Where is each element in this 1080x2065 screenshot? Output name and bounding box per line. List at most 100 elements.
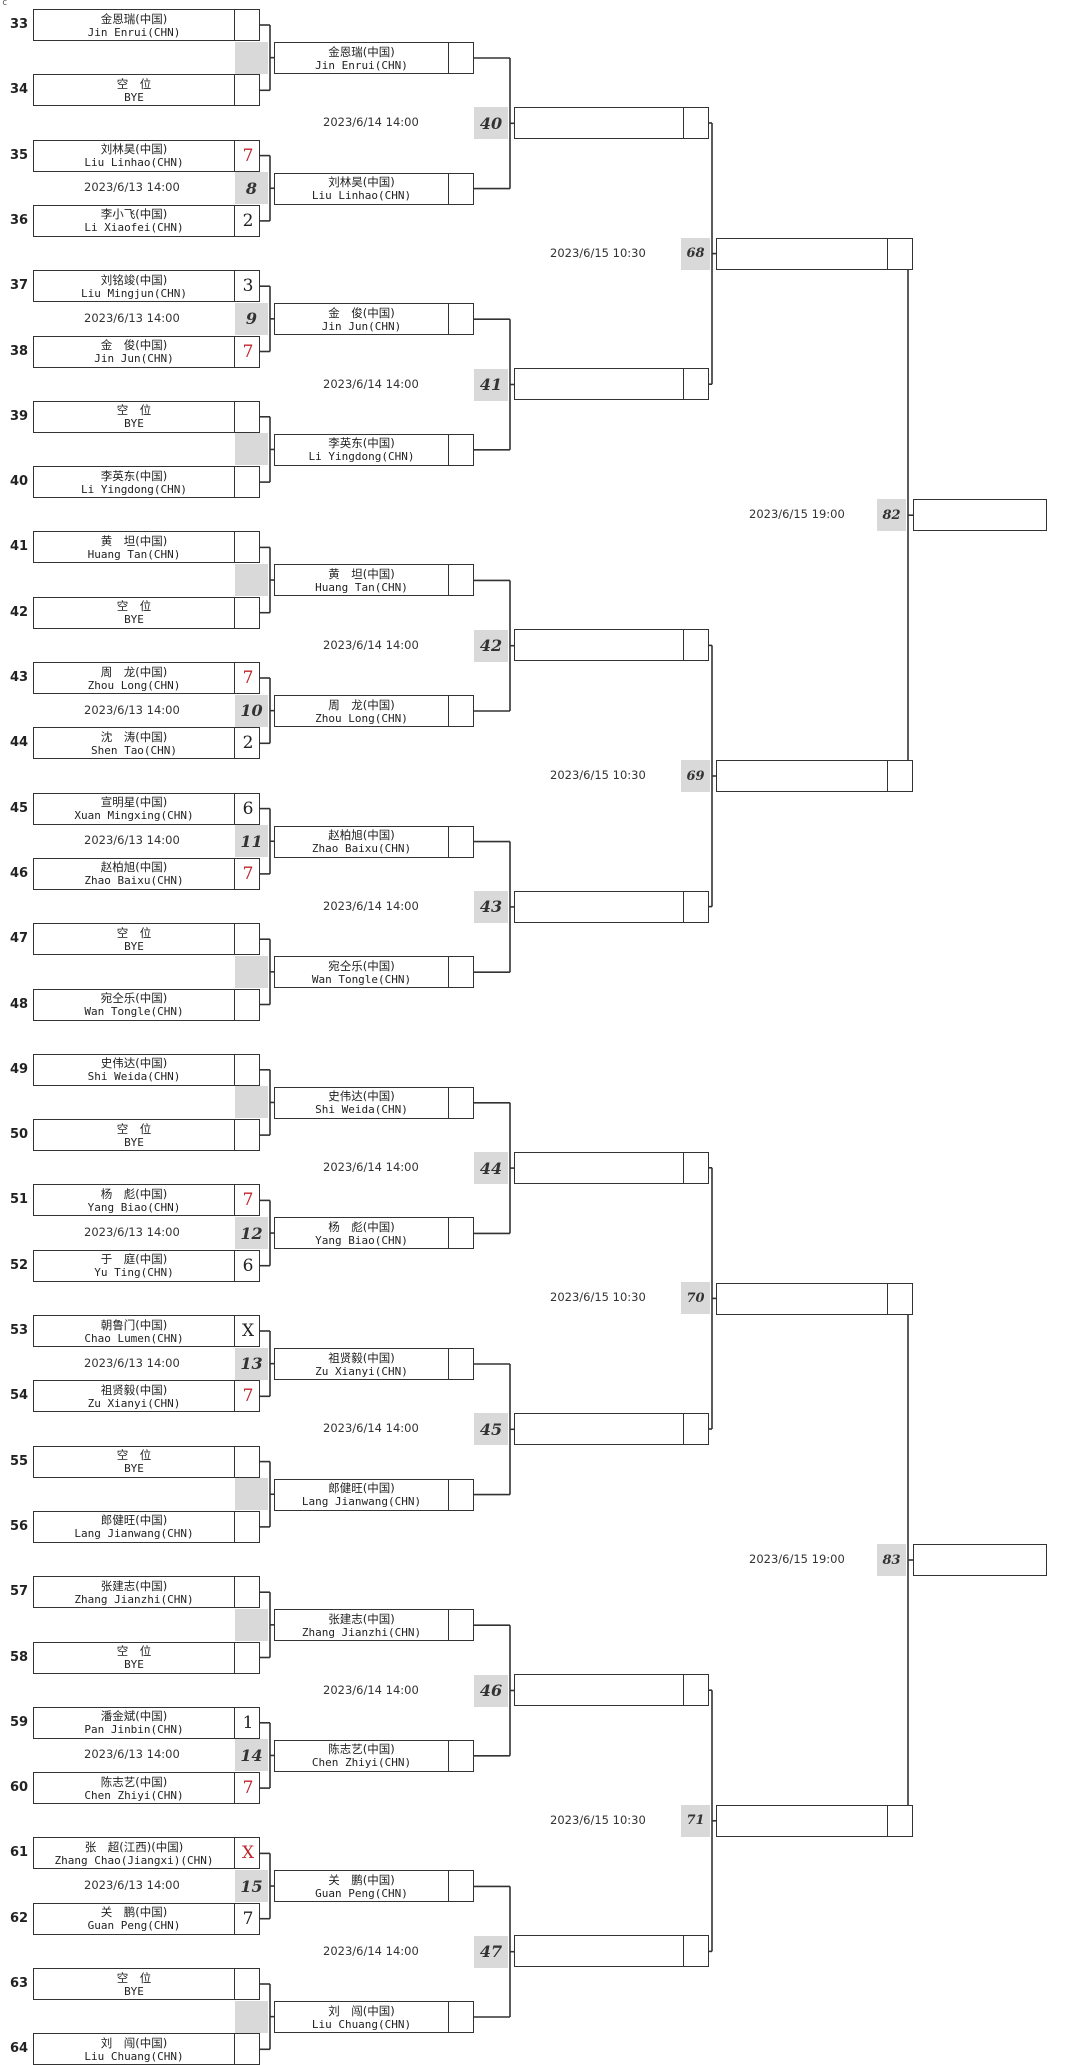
- match-number: 14: [235, 1739, 268, 1772]
- player-slot: 陈志艺(中国)Chen Zhiyi(CHN): [274, 1739, 474, 1772]
- player-name-cn: 张建志(中国): [328, 1611, 395, 1626]
- match-number: 12: [235, 1217, 268, 1250]
- player-name-cn: 沈 涛(中国): [100, 729, 168, 744]
- player-name: 金恩瑞(中国)Jin Enrui(CHN): [275, 43, 448, 73]
- match-number: [235, 41, 268, 74]
- match-time: 2023/6/14 14:00: [323, 376, 419, 391]
- player-name: 李英东(中国)Li Yingdong(CHN): [275, 435, 448, 465]
- match-number: 10: [235, 694, 268, 727]
- player-name-cn: 赵柏旭(中国): [328, 828, 395, 843]
- match-time: 2023/6/13 14:00: [84, 180, 180, 195]
- player-slot: 李小飞(中国)Li Xiaofei(CHN)2: [33, 204, 261, 237]
- player-name-en: Xuan Mingxing(CHN): [74, 809, 194, 823]
- player-name-en: Zhang Jianzhi(CHN): [301, 1625, 422, 1639]
- player-name-en: Chao Lumen(CHN): [84, 1331, 184, 1345]
- player-name-cn: 潘金斌(中国): [100, 1709, 168, 1724]
- score-cell: 2: [234, 205, 261, 236]
- player-slot: 史伟达(中国)Shi Weida(CHN): [274, 1086, 475, 1119]
- draw-seed: 56: [10, 1518, 29, 1534]
- match-time: 2023/6/13 14:00: [84, 310, 180, 325]
- draw-seed: 52: [10, 1257, 29, 1273]
- match-number: [235, 955, 268, 988]
- player-name: 金 俊(中国)Jin Jun(CHN): [275, 304, 448, 334]
- score-cell: [234, 1054, 261, 1085]
- draw-seed: 62: [10, 1910, 29, 1926]
- player-slot: 金恩瑞(中国)Jin Enrui(CHN): [33, 9, 260, 41]
- match-time: 2023/6/13 14:00: [84, 1878, 180, 1893]
- player-slot: 杨 彪(中国)Yang Biao(CHN): [274, 1217, 474, 1250]
- draw-seed: 35: [10, 147, 29, 163]
- player-name-cn: 空 位: [116, 403, 152, 418]
- winner-slot: [913, 1544, 1047, 1576]
- match-time: 2023/6/13 14:00: [84, 1225, 180, 1240]
- player-name-cn: 周 龙(中国): [100, 664, 168, 679]
- player-name-en: Huang Tan(CHN): [87, 547, 181, 561]
- player-name-en: Chen Zhiyi(CHN): [311, 1756, 412, 1770]
- match-number: 47: [474, 1935, 508, 1968]
- score-cell: 7: [234, 1381, 261, 1412]
- player-slot: 金恩瑞(中国)Jin Enrui(CHN): [274, 42, 474, 74]
- player-name: 刘林昊(中国)Liu Linhao(CHN): [275, 174, 448, 204]
- player-slot: 潘金斌(中国)Pan Jinbin(CHN)1: [33, 1706, 260, 1739]
- match-number: 45: [474, 1413, 508, 1446]
- player-name-en: Zhao Baixu(CHN): [84, 874, 184, 888]
- match-time: 2023/6/14 14:00: [323, 1421, 419, 1436]
- player-name-cn: 金恩瑞(中国): [100, 11, 168, 26]
- score-cell: [234, 1511, 261, 1542]
- player-name-cn: 关 鹏(中国): [328, 1872, 395, 1887]
- match-time: 2023/6/13 14:00: [84, 1747, 180, 1762]
- score-cell: [234, 467, 261, 498]
- score-cell: [448, 304, 475, 335]
- player-slot: 沈 涛(中国)Shen Tao(CHN)2: [33, 727, 260, 760]
- player-name-cn: 李英东(中国): [328, 436, 395, 451]
- player-name: 史伟达(中国)Shi Weida(CHN): [34, 1055, 234, 1085]
- score-cell: [448, 1349, 475, 1379]
- player-slot: 金 俊(中国)Jin Jun(CHN)7: [33, 335, 261, 368]
- player-slot: 金 俊(中国)Jin Jun(CHN): [274, 303, 475, 336]
- player-slot: 祖贤毅(中国)Zu Xianyi(CHN)7: [33, 1380, 261, 1413]
- score-cell: 6: [234, 793, 261, 824]
- match-number: 68: [681, 237, 710, 270]
- player-slot: 李英东(中国)Li Yingdong(CHN): [274, 433, 475, 466]
- score-cell: [448, 826, 475, 857]
- draw-seed: 41: [10, 539, 29, 555]
- player-name-cn: 祖贤毅(中国): [328, 1350, 395, 1365]
- match-number: 70: [681, 1282, 710, 1315]
- score-cell: [448, 434, 475, 465]
- score-cell: [234, 1642, 261, 1673]
- match-time: 2023/6/15 10:30: [550, 1812, 646, 1827]
- player-name-cn: 史伟达(中国): [100, 1056, 168, 1071]
- player-name-en: Li Xiaofei(CHN): [84, 221, 184, 235]
- score-cell: X: [234, 1838, 261, 1869]
- score-cell: [234, 2034, 261, 2065]
- player-name: 李英东(中国)Li Yingdong(CHN): [34, 467, 234, 497]
- match-number: 83: [877, 1544, 906, 1576]
- player-name-cn: 空 位: [116, 599, 152, 614]
- score-cell: [448, 1087, 475, 1118]
- player-name-cn: 朝鲁门(中国): [100, 1317, 168, 1332]
- player-name-cn: 史伟达(中国): [328, 1089, 395, 1104]
- match-number: [235, 564, 268, 597]
- player-slot: 刘 闯(中国)Liu Chuang(CHN): [33, 2033, 260, 2065]
- player-slot: 杨 彪(中国)Yang Biao(CHN)7: [33, 1184, 260, 1217]
- advance-slot: [716, 1282, 913, 1315]
- player-name-en: BYE: [124, 1462, 144, 1476]
- player-name: 杨 彪(中国)Yang Biao(CHN): [34, 1185, 234, 1215]
- player-name-cn: 宣明星(中国): [100, 795, 168, 810]
- player-slot: 宣明星(中国)Xuan Mingxing(CHN) 6: [33, 792, 261, 825]
- player-name: 于 庭(中国)Yu Ting(CHN): [34, 1251, 234, 1281]
- player-slot: 刘林昊(中国)Liu Linhao(CHN): [274, 172, 474, 205]
- player-name-cn: 周 龙(中国): [328, 697, 395, 712]
- match-time: 2023/6/13 14:00: [84, 702, 180, 717]
- player-name-en: Liu Linhao(CHN): [84, 156, 184, 170]
- score-cell: 7: [234, 336, 261, 367]
- player-name-en: Li Yingdong(CHN): [81, 482, 187, 496]
- draw-seed: 57: [10, 1584, 29, 1600]
- match-time: 2023/6/15 10:30: [550, 768, 646, 782]
- player-name-cn: 杨 彪(中国): [328, 1219, 395, 1234]
- player-name-en: Wan Tongle(CHN): [311, 972, 412, 986]
